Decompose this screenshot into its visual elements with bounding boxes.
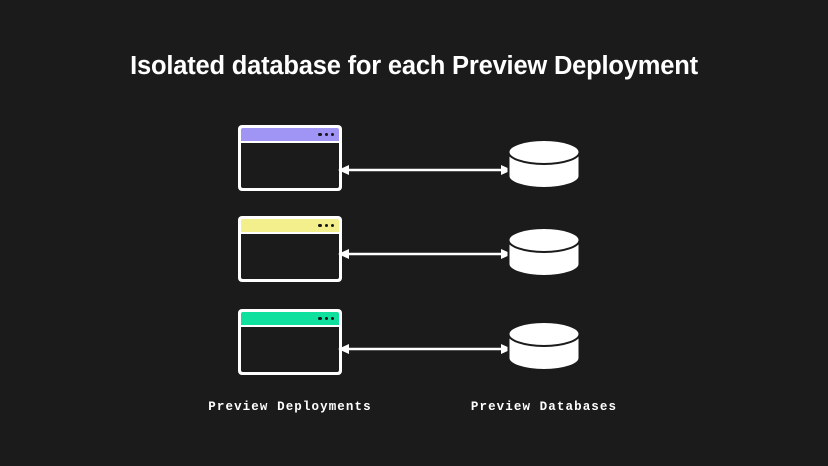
window-dots-icon-3	[318, 312, 334, 325]
window-titlebar-3	[241, 312, 339, 325]
preview-deployment-window-1[interactable]	[238, 125, 342, 191]
window-dots-icon-1	[318, 128, 334, 141]
preview-deployment-window-3[interactable]	[238, 309, 342, 375]
preview-deployment-window-2[interactable]	[238, 216, 342, 282]
preview-deployments-label: Preview Deployments	[208, 400, 372, 414]
window-titlebar-2	[241, 219, 339, 232]
preview-database-1[interactable]	[507, 139, 581, 189]
window-body-3	[241, 327, 339, 372]
connector-arrow-2	[338, 247, 512, 261]
connector-arrow-3	[338, 342, 512, 356]
preview-database-3[interactable]	[507, 321, 581, 371]
page-title: Isolated database for each Preview Deplo…	[130, 52, 698, 80]
preview-databases-label: Preview Databases	[470, 400, 618, 414]
window-titlebar-1	[241, 128, 339, 141]
window-body-2	[241, 234, 339, 279]
window-dots-icon-2	[318, 219, 334, 232]
window-body-1	[241, 143, 339, 188]
preview-database-2[interactable]	[507, 227, 581, 277]
connector-arrow-1	[338, 163, 512, 177]
